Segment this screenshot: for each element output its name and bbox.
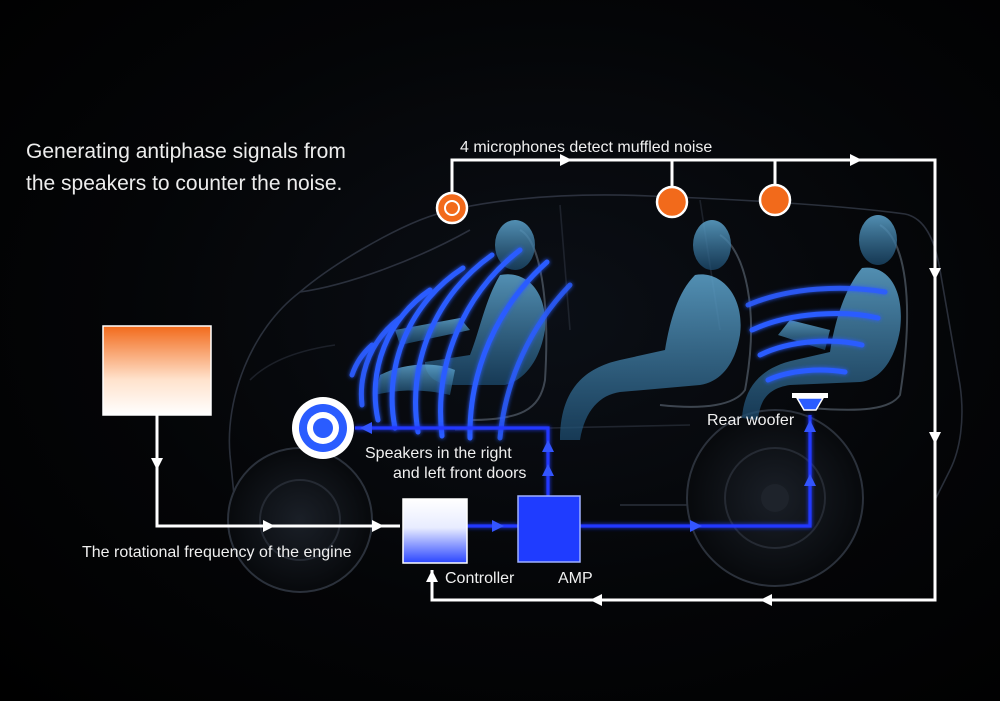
controller-label: Controller bbox=[445, 570, 515, 587]
amp-label: AMP bbox=[558, 570, 593, 587]
microphones-label: 4 microphones detect muffled noise bbox=[460, 139, 712, 156]
speakers-label-line-1: Speakers in the right bbox=[365, 445, 512, 462]
microphone-icon bbox=[435, 191, 469, 225]
car-wheels bbox=[227, 409, 864, 593]
occupant-driver bbox=[375, 220, 546, 395]
headline-line-2: the speakers to counter the noise. bbox=[26, 172, 342, 195]
rear-woofer-label: Rear woofer bbox=[707, 412, 795, 429]
microphone-icon bbox=[758, 183, 792, 217]
amp-box bbox=[517, 495, 581, 563]
rear-sound-waves bbox=[745, 285, 888, 383]
signal-arrows bbox=[360, 420, 816, 532]
occupant-middle bbox=[560, 220, 741, 440]
controller-box bbox=[402, 498, 468, 564]
microphone-icon bbox=[655, 185, 689, 219]
woofer-icon bbox=[792, 393, 828, 411]
front-sound-waves bbox=[349, 247, 573, 441]
speakers-label-line-2: and left front doors bbox=[393, 465, 526, 482]
engine-frequency-label: The rotational frequency of the engine bbox=[82, 544, 352, 561]
speaker-icon bbox=[292, 397, 354, 459]
engine-signal-box bbox=[102, 325, 212, 416]
feedback-arrows bbox=[151, 154, 941, 606]
headline-line-1: Generating antiphase signals from bbox=[26, 140, 346, 163]
